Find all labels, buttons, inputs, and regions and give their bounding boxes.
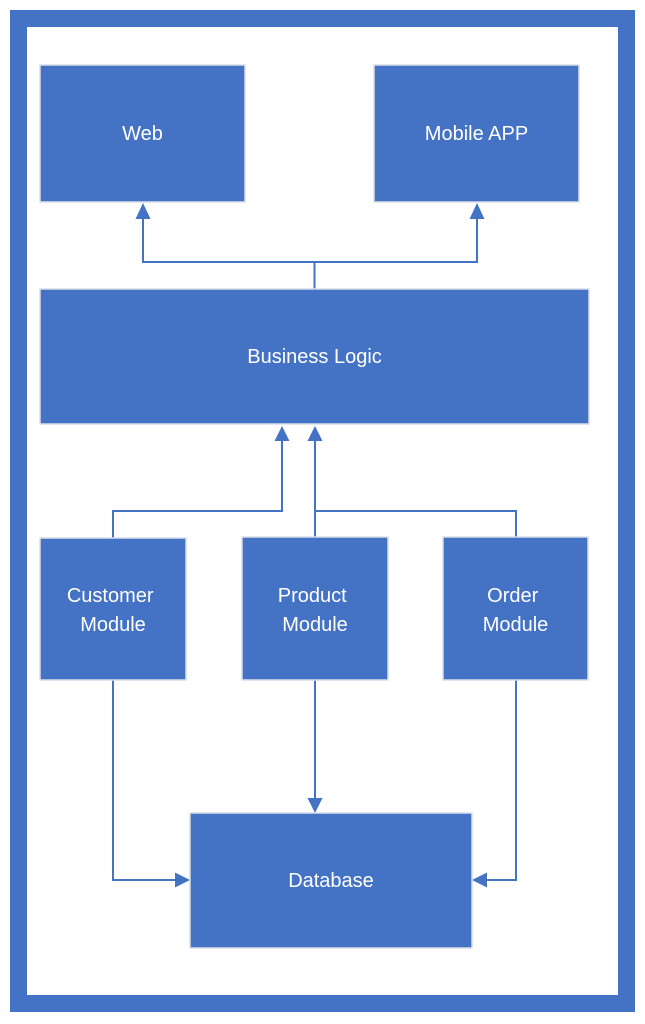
node-business-logic: Business Logic — [39, 288, 590, 425]
customer-module-label-line2: Module — [80, 614, 146, 636]
node-mobile-app: Mobile APP — [373, 64, 580, 203]
arrowhead-into-mobile-app-icon — [469, 203, 485, 219]
edge-order-module-to-business-logic — [315, 510, 517, 538]
edge-business-logic-to-clients — [142, 218, 478, 289]
business-logic-box — [39, 288, 590, 425]
arrowhead-into-database-top-icon — [307, 798, 323, 813]
database-label: Database — [288, 870, 374, 892]
web-box — [39, 64, 246, 203]
node-database: Database — [189, 812, 473, 949]
database-box — [189, 812, 473, 949]
node-web: Web — [39, 64, 246, 203]
arrowhead-into-database-right-icon — [472, 872, 487, 888]
node-customer-module: Customer Module — [39, 537, 187, 681]
order-module-label-line2: Module — [483, 614, 549, 636]
order-module-box — [442, 536, 589, 681]
customer-module-label: Customer Module — [67, 585, 159, 636]
product-module-label-line2: Module — [282, 614, 348, 636]
mobile-app-box — [373, 64, 580, 203]
customer-module-box — [39, 537, 187, 681]
product-module-box — [241, 536, 389, 681]
business-logic-label: Business Logic — [247, 346, 382, 368]
arrowhead-into-database-left-icon — [175, 872, 190, 888]
edge-customer-module-to-business-logic — [112, 441, 283, 538]
edge-order-module-to-database — [487, 680, 517, 881]
arrowhead-into-web-icon — [135, 203, 151, 219]
mobile-app-label: Mobile APP — [425, 123, 528, 145]
arrowhead-into-business-logic-left-icon — [274, 426, 290, 441]
product-module-label-line1: Product — [278, 585, 347, 607]
web-label: Web — [122, 123, 163, 145]
order-module-label-line1: Order — [487, 585, 538, 607]
arrowhead-into-business-logic-right-icon — [307, 426, 323, 441]
product-module-label: Product Module — [278, 585, 353, 636]
order-module-label: Order Module — [483, 585, 549, 636]
node-product-module: Product Module — [241, 536, 389, 681]
customer-module-label-line1: Customer — [67, 585, 154, 607]
edge-customer-module-to-database — [112, 680, 175, 881]
outer-frame-border — [10, 10, 635, 1012]
node-order-module: Order Module — [442, 536, 589, 681]
